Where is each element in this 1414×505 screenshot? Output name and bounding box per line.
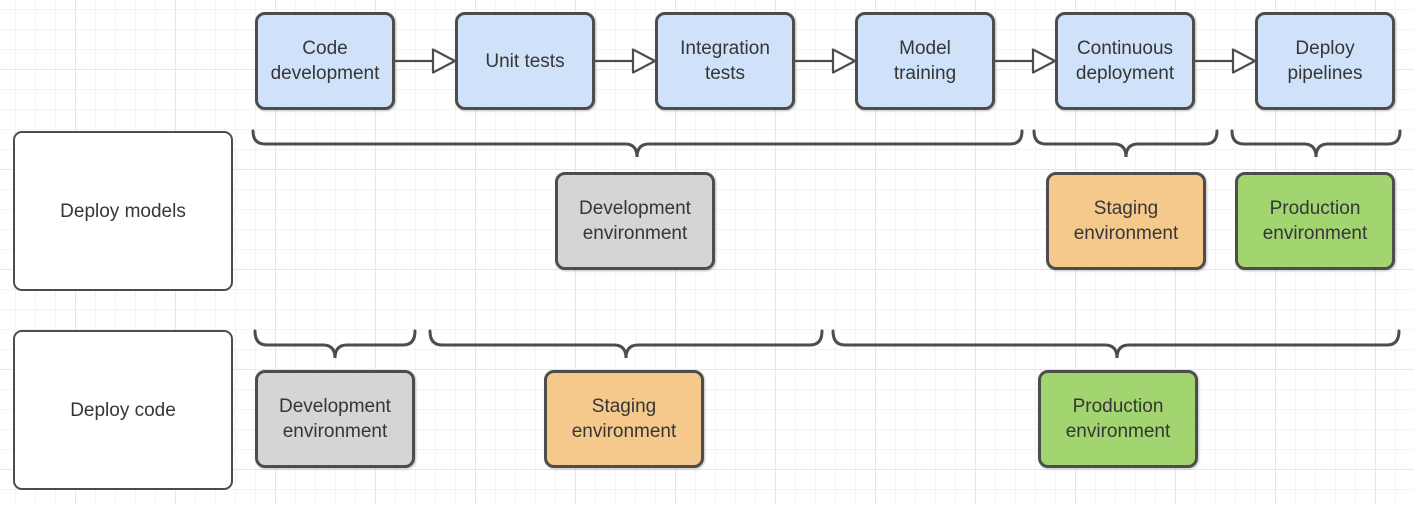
- step-label: Deploy pipelines: [1287, 38, 1363, 84]
- step-label: Continuous deployment: [1075, 38, 1175, 84]
- env-models-production[interactable]: Production environment: [1235, 172, 1395, 270]
- brace-models-development[interactable]: [251, 129, 1024, 158]
- step-label: Model training: [893, 38, 957, 84]
- brace-models-staging[interactable]: [1032, 129, 1219, 158]
- arrow-cd-to-deploy[interactable]: [1195, 48, 1257, 74]
- env-code-development[interactable]: Development environment: [255, 370, 415, 468]
- row-label-deploy-models[interactable]: Deploy models: [13, 131, 233, 291]
- step-model-training[interactable]: Model training: [855, 12, 995, 110]
- brace-code-staging[interactable]: [428, 329, 824, 359]
- step-continuous-deployment[interactable]: Continuous deployment: [1055, 12, 1195, 110]
- arrow-unit-to-integration[interactable]: [595, 48, 657, 74]
- brace-code-development[interactable]: [253, 329, 417, 359]
- brace-models-production[interactable]: [1230, 129, 1402, 158]
- env-label: Staging environment: [1073, 198, 1179, 244]
- step-deploy-pipelines[interactable]: Deploy pipelines: [1255, 12, 1395, 110]
- step-label: Unit tests: [485, 50, 565, 72]
- row-label-text: Deploy code: [70, 399, 176, 421]
- step-label: Integration tests: [680, 38, 770, 84]
- arrow-integration-to-training[interactable]: [795, 48, 857, 74]
- row-label-text: Deploy models: [60, 200, 186, 222]
- env-label: Development environment: [279, 396, 391, 442]
- row-label-deploy-code[interactable]: Deploy code: [13, 330, 233, 490]
- env-code-staging[interactable]: Staging environment: [544, 370, 704, 468]
- brace-code-production[interactable]: [831, 329, 1401, 359]
- step-label: Code development: [270, 38, 380, 84]
- arrow-training-to-cd[interactable]: [995, 48, 1057, 74]
- step-integration-tests[interactable]: Integration tests: [655, 12, 795, 110]
- env-label: Production environment: [1065, 396, 1171, 442]
- env-code-production[interactable]: Production environment: [1038, 370, 1198, 468]
- env-label: Staging environment: [571, 396, 677, 442]
- step-unit-tests[interactable]: Unit tests: [455, 12, 595, 110]
- env-label: Production environment: [1262, 198, 1368, 244]
- step-code-development[interactable]: Code development: [255, 12, 395, 110]
- env-label: Development environment: [579, 198, 691, 244]
- env-models-staging[interactable]: Staging environment: [1046, 172, 1206, 270]
- arrow-code-to-unit[interactable]: [395, 48, 457, 74]
- env-models-development[interactable]: Development environment: [555, 172, 715, 270]
